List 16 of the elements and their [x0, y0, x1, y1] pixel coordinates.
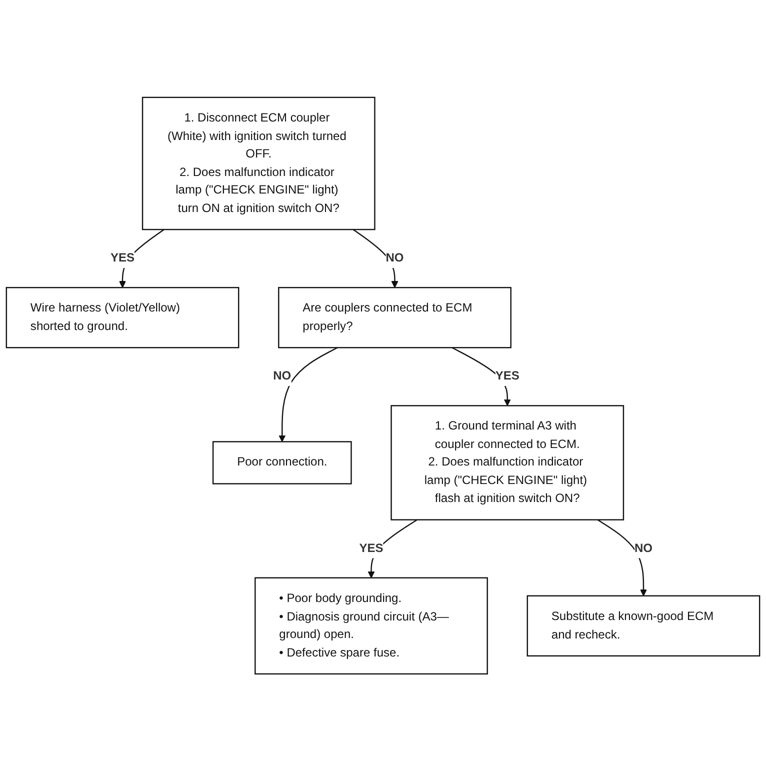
node-box: Are couplers connected to ECM properly? [278, 287, 512, 349]
arrow [278, 347, 338, 442]
arrow [352, 229, 398, 288]
node-box: Poor connection. [212, 441, 352, 485]
edge-label: NO [386, 251, 404, 266]
edge-label: NO [273, 370, 292, 384]
edge-label: YES [359, 542, 384, 556]
node-box: Substitute a known-good ECM and recheck. [526, 596, 760, 657]
arrow [597, 520, 647, 596]
node-box: 1. Ground terminal A3 with coupler connected to ECM. 2. Does malfunction indicator lamp ("CHECK ENGINE" light) flash at ignition switch ON? [390, 405, 624, 521]
node-box: Wire harness (Violet/Yellow) shorted to ground. [6, 287, 240, 349]
edge-label: YES [495, 370, 520, 384]
node-box: • Poor body grounding. • Diagnosis ground circuit (A3—ground) open. • Defective spare fuse. [254, 578, 488, 675]
edge-label: YES [110, 251, 135, 266]
node-box: 1. Disconnect ECM coupler (White) with ignition switch turned OFF. 2. Does malfunction indicator lamp ("CHECK ENGINE" light) turn ON at ignition switch ON? [142, 97, 376, 230]
edge-label: NO [634, 542, 652, 556]
